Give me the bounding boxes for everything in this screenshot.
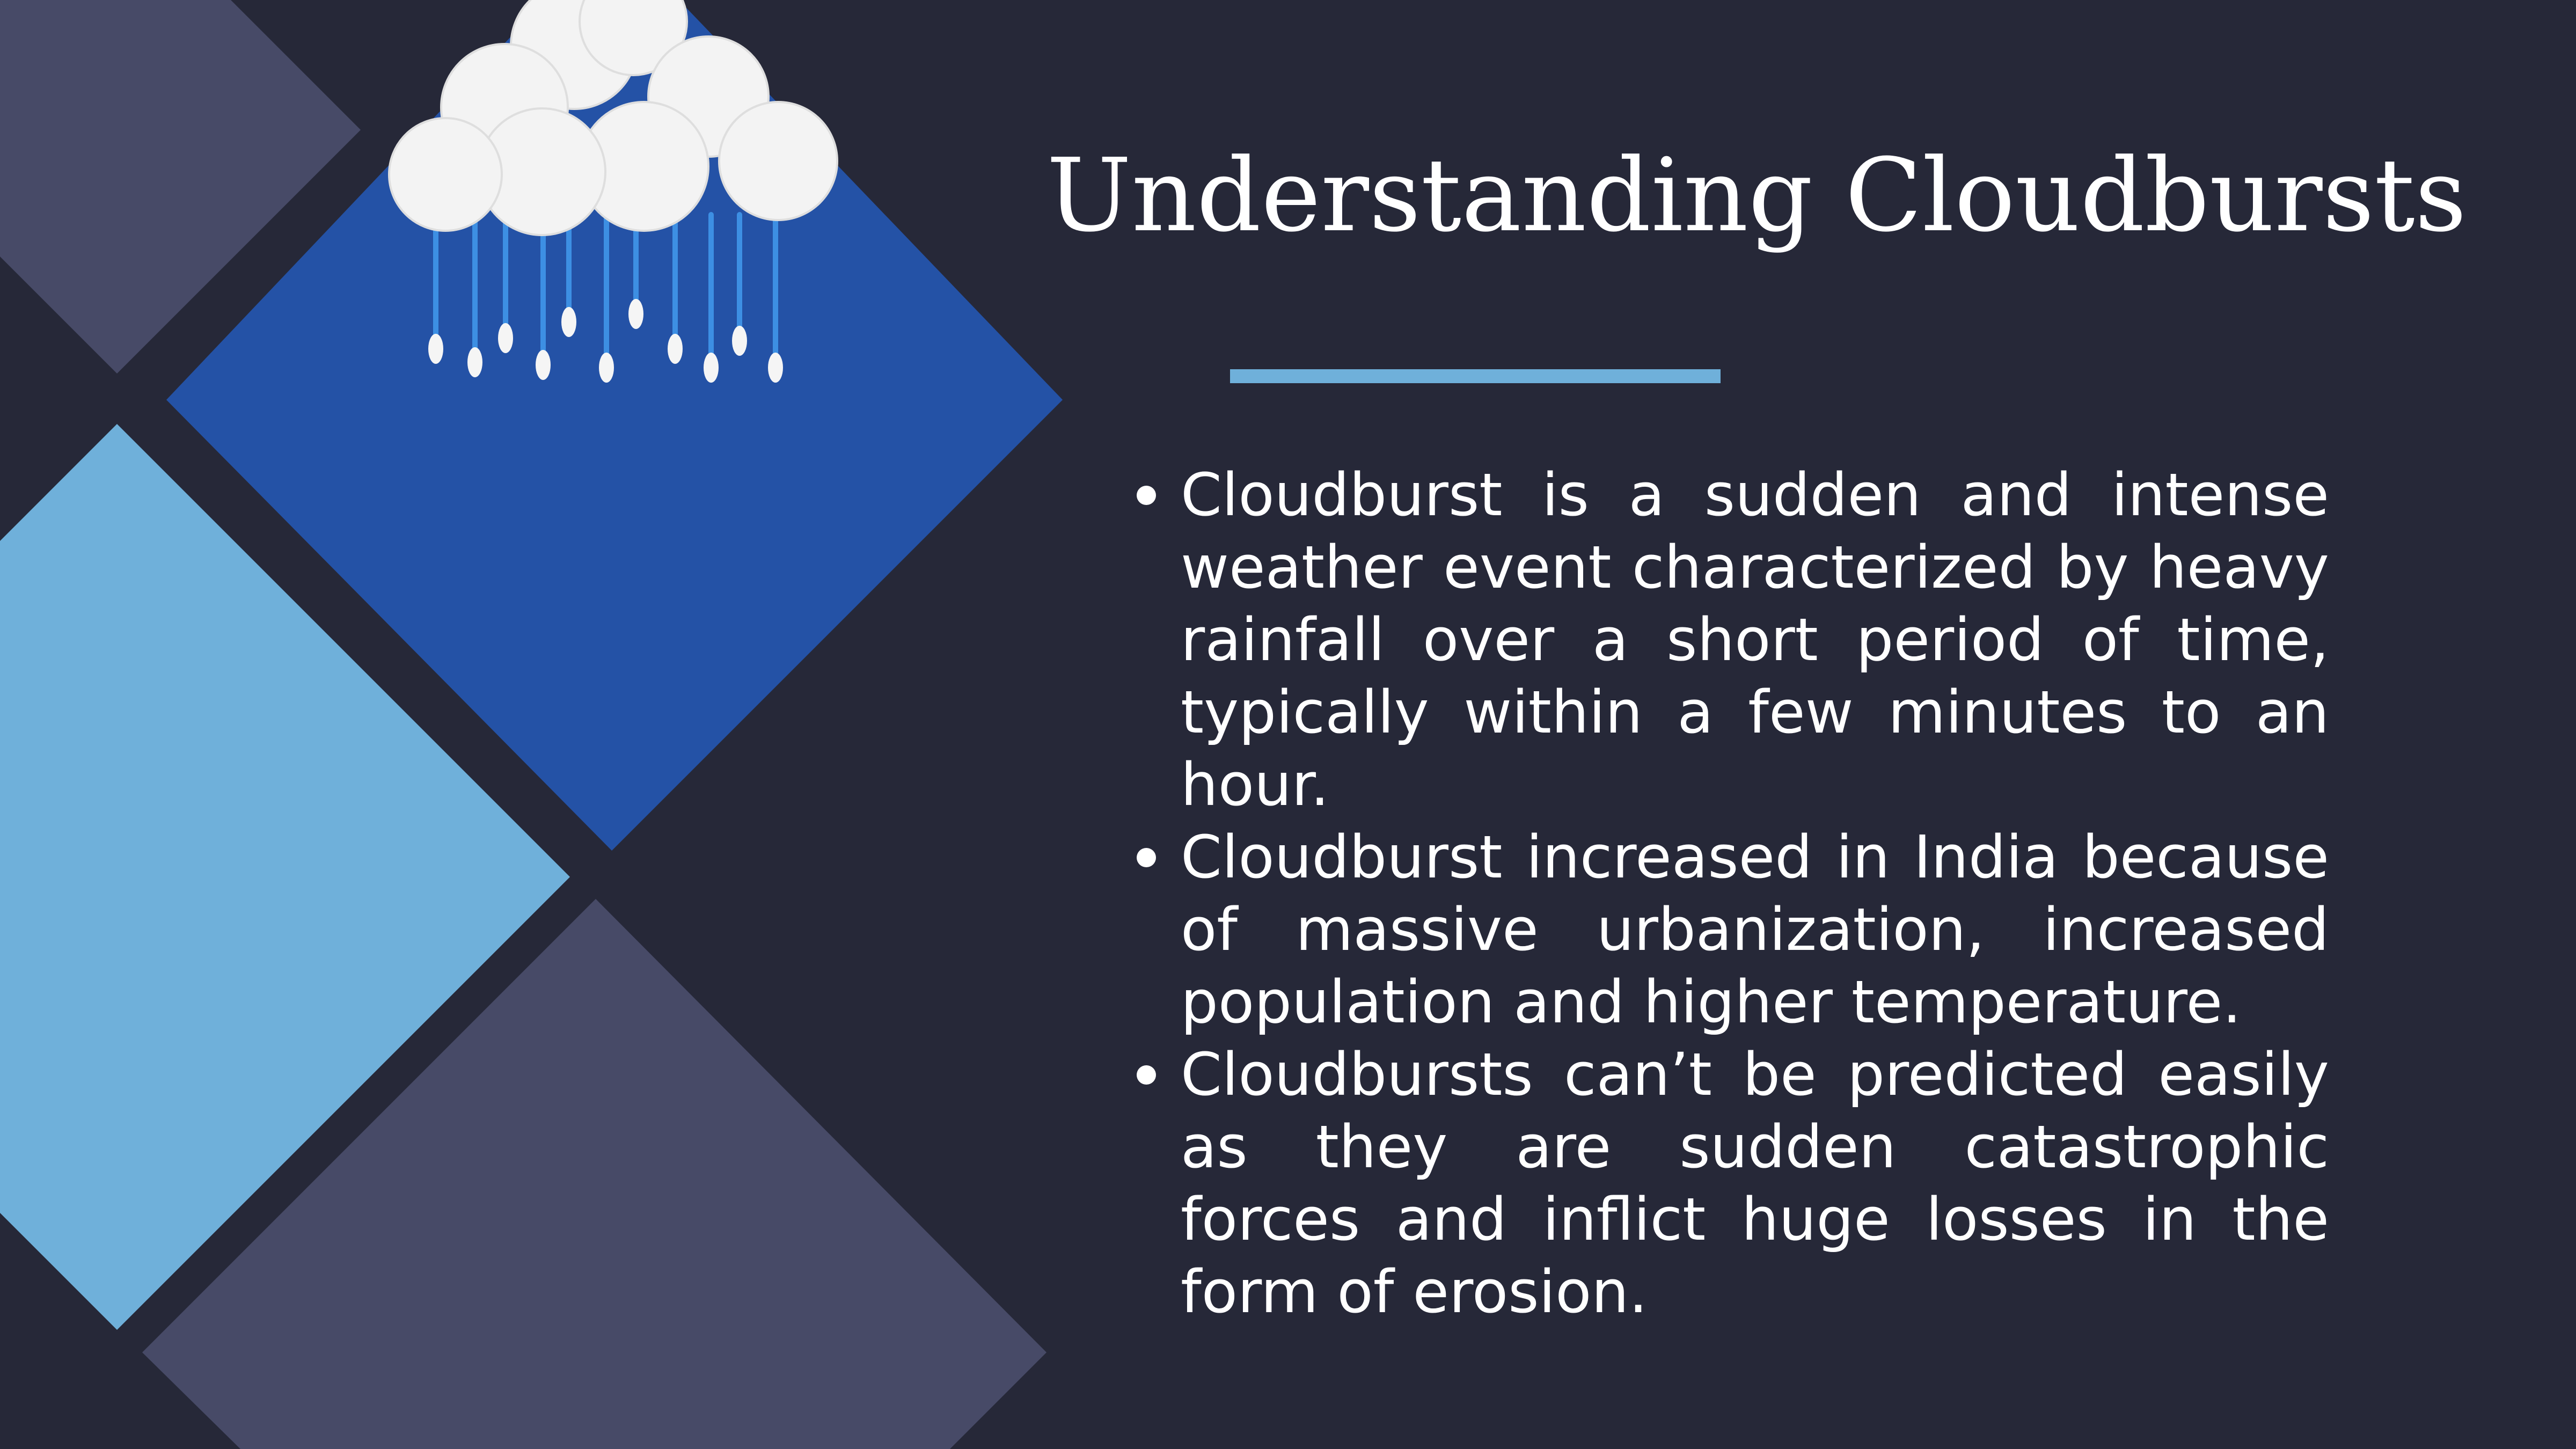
bullet-prediction: Cloudbursts can’t be predicted easily as… <box>1137 1038 2329 1328</box>
title-accent-rule <box>1230 369 1721 383</box>
bullet-definition: Cloudburst is a sudden and intense weath… <box>1137 459 2329 821</box>
bullet-list: Cloudburst is a sudden and intense weath… <box>1137 459 2329 1328</box>
rain-drops <box>428 299 783 383</box>
sky-diamond <box>0 424 570 1330</box>
bullet-causes: Cloudburst increased in India because of… <box>1137 821 2329 1038</box>
royal-diamond-photo <box>166 0 1063 851</box>
cloud-icon <box>388 0 838 236</box>
slide-title: Understanding Cloudbursts <box>1046 137 2467 254</box>
rain-sticks <box>433 212 778 362</box>
slate-diamond-top <box>0 0 361 374</box>
slate-diamond-bottom <box>142 899 1046 1449</box>
